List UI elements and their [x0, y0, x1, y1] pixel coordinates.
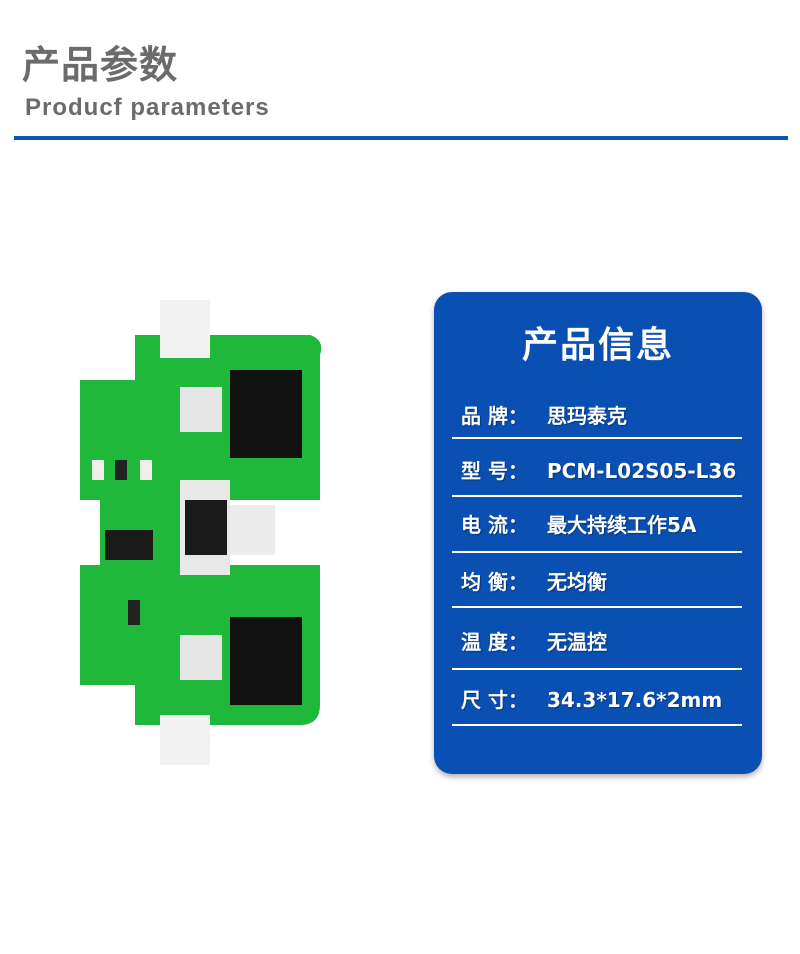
row-divider [452, 724, 742, 726]
row-label: 品 牌： [461, 404, 528, 428]
info-row-temperature: 温 度： 无温控 [461, 626, 607, 656]
row-value: 思玛泰克 [547, 404, 627, 428]
row-divider [452, 495, 742, 497]
row-divider [452, 606, 742, 608]
info-row-current: 电 流： 最大持续工作5A [461, 509, 696, 539]
info-row-size: 尺 寸： 34.3*17.6*2mm [461, 684, 722, 714]
pcb-product-image [80, 300, 322, 765]
row-label: 电 流： [461, 513, 528, 537]
row-value: 无均衡 [547, 570, 607, 594]
row-divider [452, 437, 742, 439]
info-row-model: 型 号： PCM-L02S05-L36 [461, 455, 736, 485]
row-value: 最大持续工作5A [547, 513, 697, 537]
row-value: 34.3*17.6*2mm [547, 688, 723, 712]
card-title: 产品信息 [521, 325, 674, 366]
row-divider [452, 668, 742, 670]
row-label: 尺 寸： [461, 688, 528, 712]
row-label: 型 号： [461, 459, 528, 483]
page-subtitle: Producf parameters [25, 94, 270, 121]
info-row-brand: 品 牌： 思玛泰克 [461, 400, 627, 430]
row-value: 无温控 [547, 630, 607, 654]
row-label: 均 衡： [461, 570, 528, 594]
row-value: PCM-L02S05-L36 [547, 459, 737, 483]
product-info-card: 产品信息 品 牌： 思玛泰克 型 号： PCM-L02S05-L36 电 流： 最大持… [434, 292, 762, 774]
divider [14, 136, 788, 140]
row-divider [452, 551, 742, 553]
row-label: 温 度： [461, 630, 528, 654]
info-row-balance: 均 衡： 无均衡 [461, 566, 607, 596]
page-title: 产品参数 [22, 43, 179, 87]
